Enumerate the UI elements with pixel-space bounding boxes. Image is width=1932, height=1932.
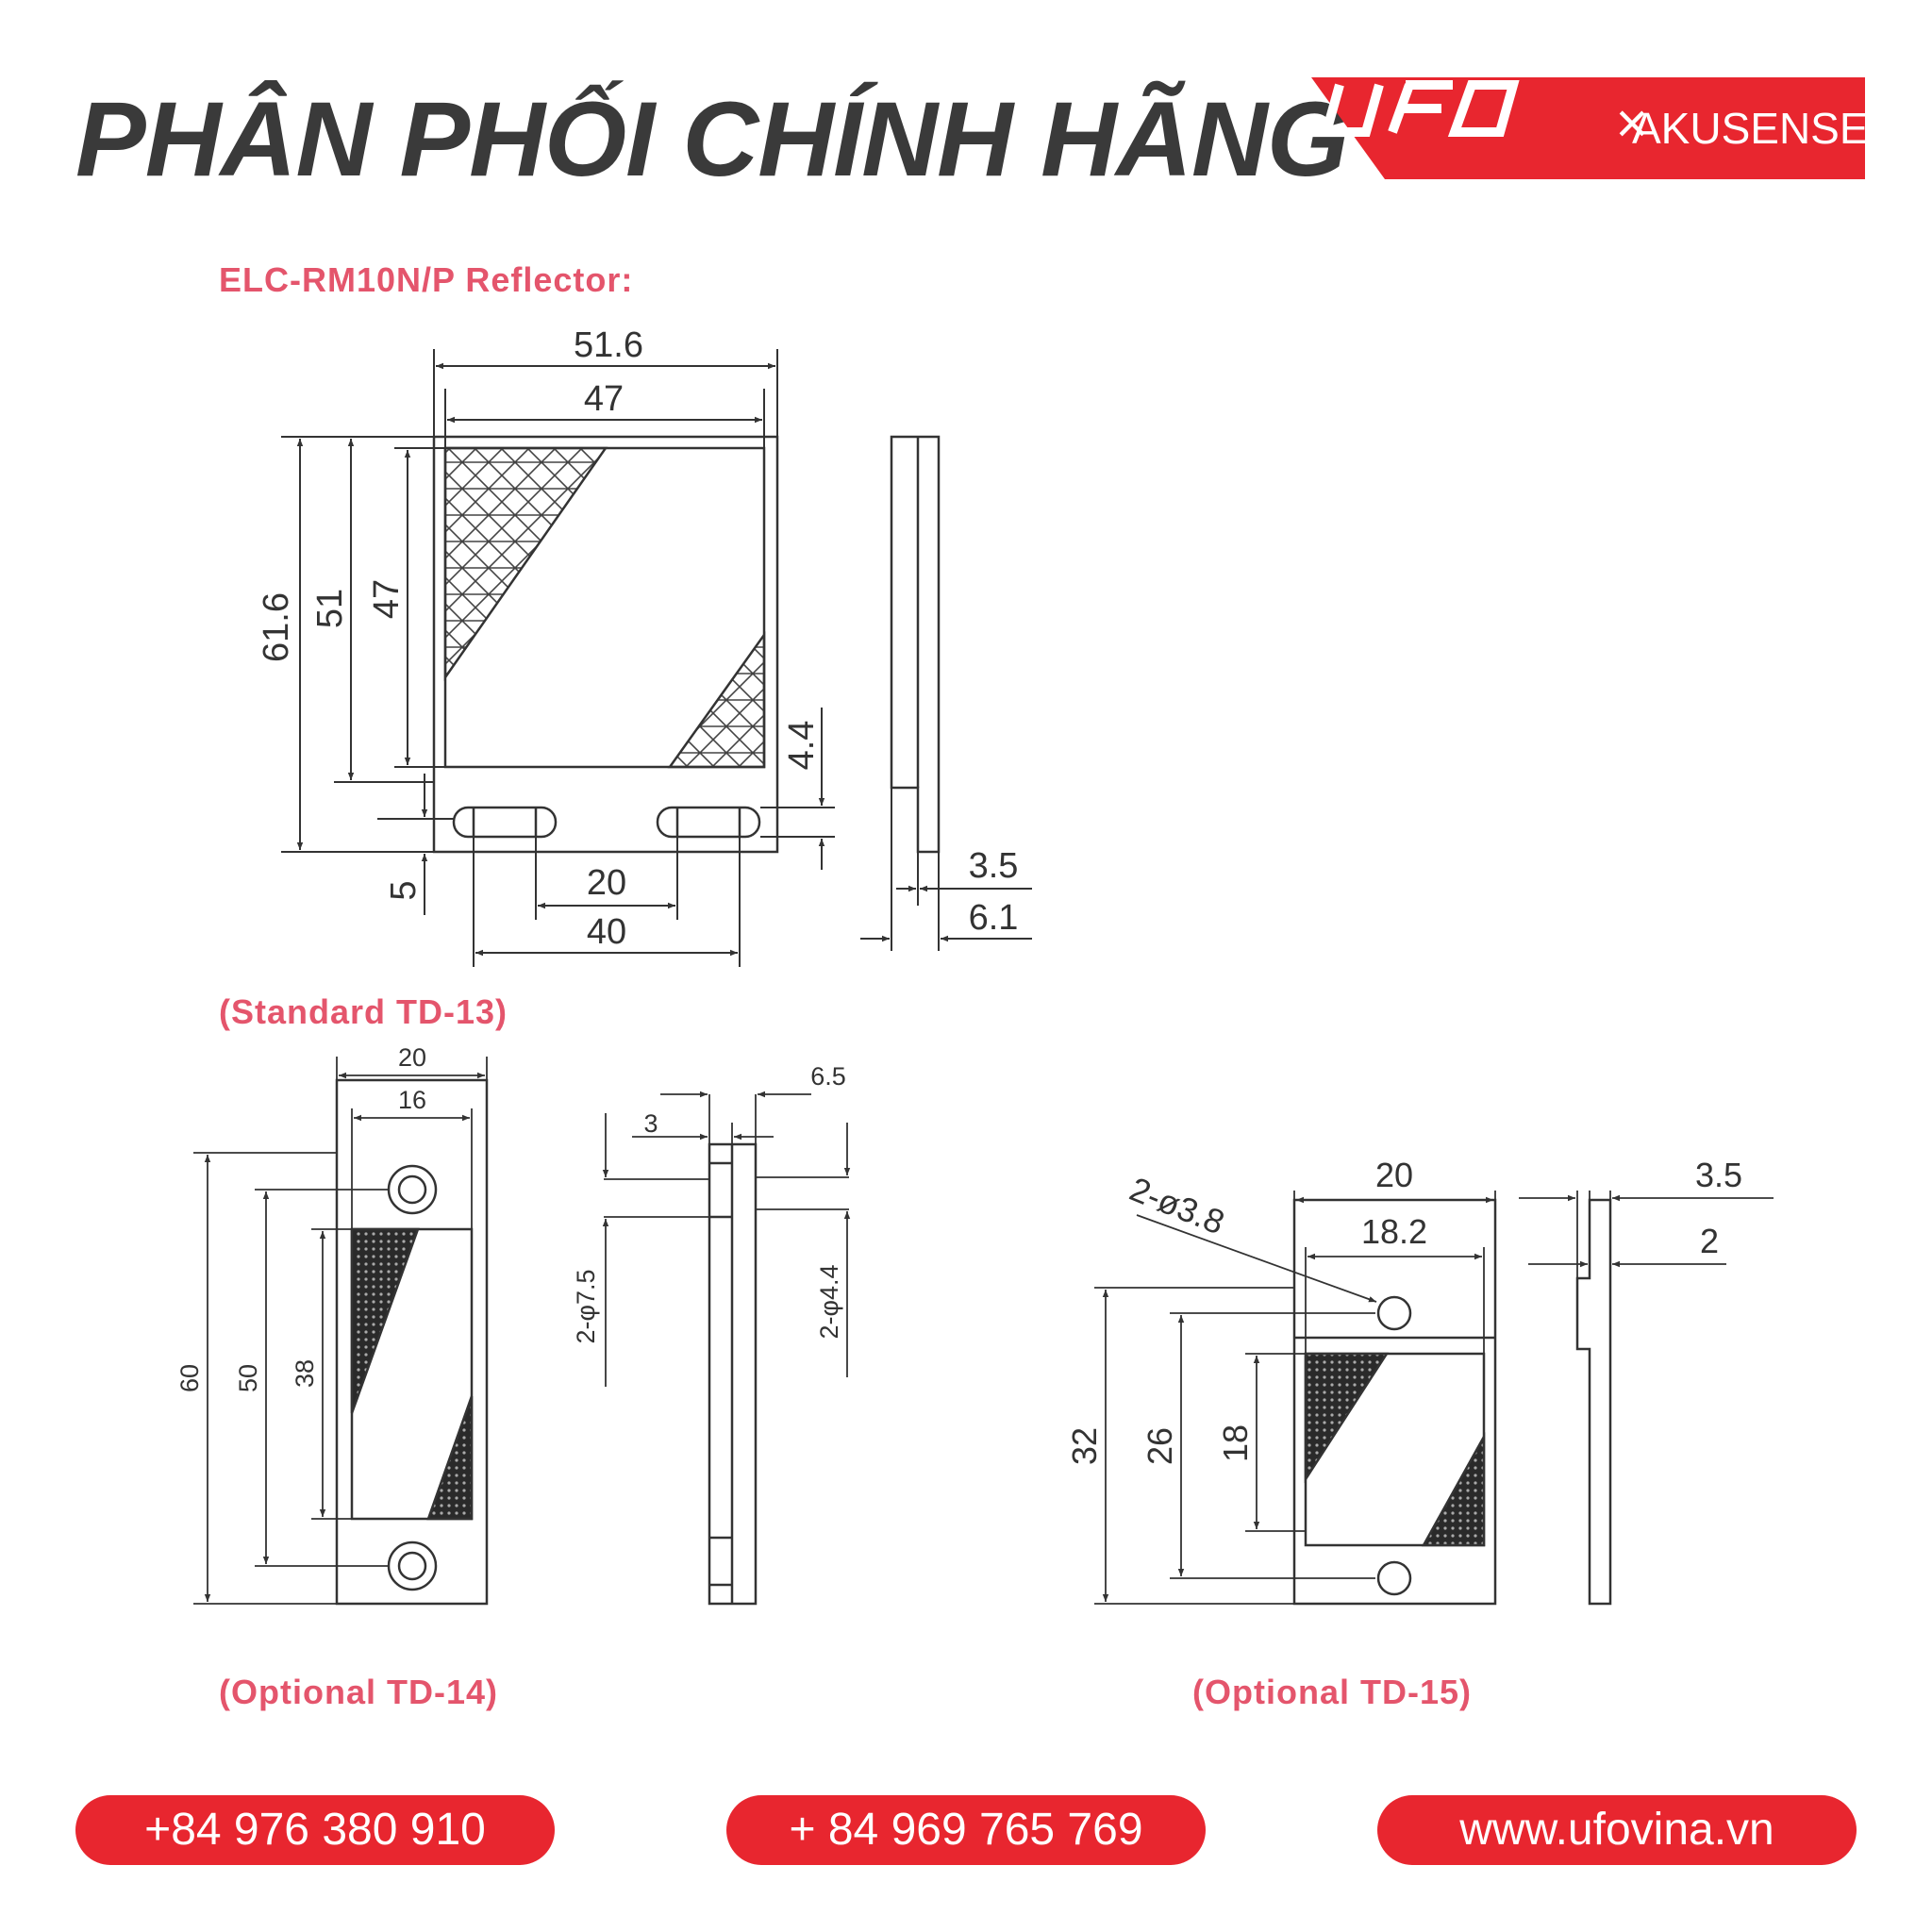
- phone-pill-2[interactable]: + 84 969 765 769: [726, 1795, 1206, 1865]
- caption-optional-td14: (Optional TD-14): [219, 1673, 498, 1711]
- website-pill[interactable]: www.ufovina.vn: [1377, 1795, 1857, 1865]
- td13-dim-bottom: 5: [384, 880, 424, 900]
- td14-dim-w-outer: 20: [398, 1043, 426, 1072]
- td15-dim-h-window: 18: [1216, 1424, 1255, 1462]
- td15-dim-side-t2: 2: [1700, 1222, 1719, 1260]
- td13-dim-h-total: 61.6: [257, 592, 296, 662]
- td14-mount-hole-top: [387, 1164, 438, 1215]
- td13-mount-slot-right: [656, 806, 761, 839]
- td14-reflector-pattern-bottom: [426, 1395, 474, 1521]
- td13-dim-slot-h: 4.4: [782, 721, 822, 771]
- td13-reflector-pattern-top: [443, 446, 608, 681]
- phone-pill-1[interactable]: +84 976 380 910: [75, 1795, 555, 1865]
- td14-dim-hole-outer: 2-φ7.5: [572, 1269, 600, 1343]
- td13-side-view: 3.5 6.1: [860, 435, 1032, 951]
- td13-dimension-lines: [281, 349, 835, 967]
- td13-dim-w-inner: 47: [584, 379, 624, 419]
- brand-banner-shape: [1311, 77, 1865, 179]
- td13-reflector-pattern-bottom: [667, 631, 766, 769]
- td13-dim-w-outer: 51.6: [574, 325, 643, 365]
- td13-mount-slot-left: [452, 806, 558, 839]
- td13-front-view: 51.6 47 61.6 51 47 4.4 5 20 40: [257, 325, 835, 967]
- td15-dim-w-outer: 20: [1375, 1156, 1413, 1194]
- brand-cross: ×: [1615, 92, 1649, 155]
- td15-mount-hole-bottom: [1376, 1560, 1412, 1596]
- brand-partner: AKUSENSE: [1632, 104, 1869, 153]
- main-title: ELC-RM10N/P Reflector:: [219, 260, 634, 299]
- td15-front-view: 20 18.2 2-ø3.8 32 26 18: [1065, 1156, 1497, 1606]
- td14-dim-hole-inner: 2-φ4.4: [815, 1264, 843, 1339]
- td13-dim-h-mid: 51: [310, 589, 350, 628]
- td14-body-outline: [335, 1078, 489, 1606]
- td15-dim-h-holes: 26: [1141, 1427, 1179, 1465]
- caption-standard-td13: (Standard TD-13): [219, 992, 508, 1031]
- td14-dim-side-t2: 6.5: [810, 1062, 846, 1091]
- td14-side-view: 3 6.5 2-φ7.5 2-φ4.4: [572, 1062, 851, 1606]
- caption-optional-td15: (Optional TD-15): [1192, 1673, 1472, 1711]
- td14-mount-hole-bottom: [387, 1541, 438, 1591]
- td13-dim-side-t2: 6.1: [969, 898, 1019, 938]
- td15-mount-hole-top: [1376, 1295, 1412, 1331]
- td15-reflector-pattern-top: [1304, 1352, 1390, 1484]
- td15-reflector-pattern-bottom: [1421, 1432, 1486, 1547]
- td15-dim-h-total: 32: [1065, 1427, 1104, 1465]
- brand-banner: × AKUSENSE: [1311, 77, 1869, 179]
- ufo-logo: [1320, 80, 1520, 137]
- td14-dim-side-t1: 3: [643, 1109, 658, 1138]
- td14-dim-h-holes: 50: [234, 1364, 262, 1392]
- td13-dim-slot-gap: 20: [587, 863, 626, 903]
- td14-front-view: 20 16 60 50 38: [175, 1043, 489, 1606]
- td13-body-outline: [432, 435, 779, 854]
- td13-dim-slot-span: 40: [587, 912, 626, 952]
- td13-dim-side-t1: 3.5: [969, 846, 1019, 886]
- td14-dim-w-inner: 16: [398, 1086, 426, 1114]
- td13-side-outline: [890, 435, 941, 854]
- td15-dim-hole: 2-ø3.8: [1124, 1169, 1230, 1241]
- td14-dim-h-window: 38: [291, 1359, 319, 1388]
- td14-dim-h-total: 60: [175, 1364, 204, 1392]
- td15-dim-w-inner: 18.2: [1361, 1212, 1427, 1251]
- td13-dim-h-inner: 47: [367, 579, 407, 619]
- td15-dim-side-t1: 3.5: [1695, 1156, 1742, 1194]
- td15-side-outline: [1575, 1198, 1612, 1606]
- td14-reflector-pattern-top: [350, 1227, 420, 1414]
- td15-side-view: 3.5 2: [1519, 1156, 1774, 1606]
- headline: PHÂN PHỐI CHÍNH HÃNG: [75, 80, 1349, 198]
